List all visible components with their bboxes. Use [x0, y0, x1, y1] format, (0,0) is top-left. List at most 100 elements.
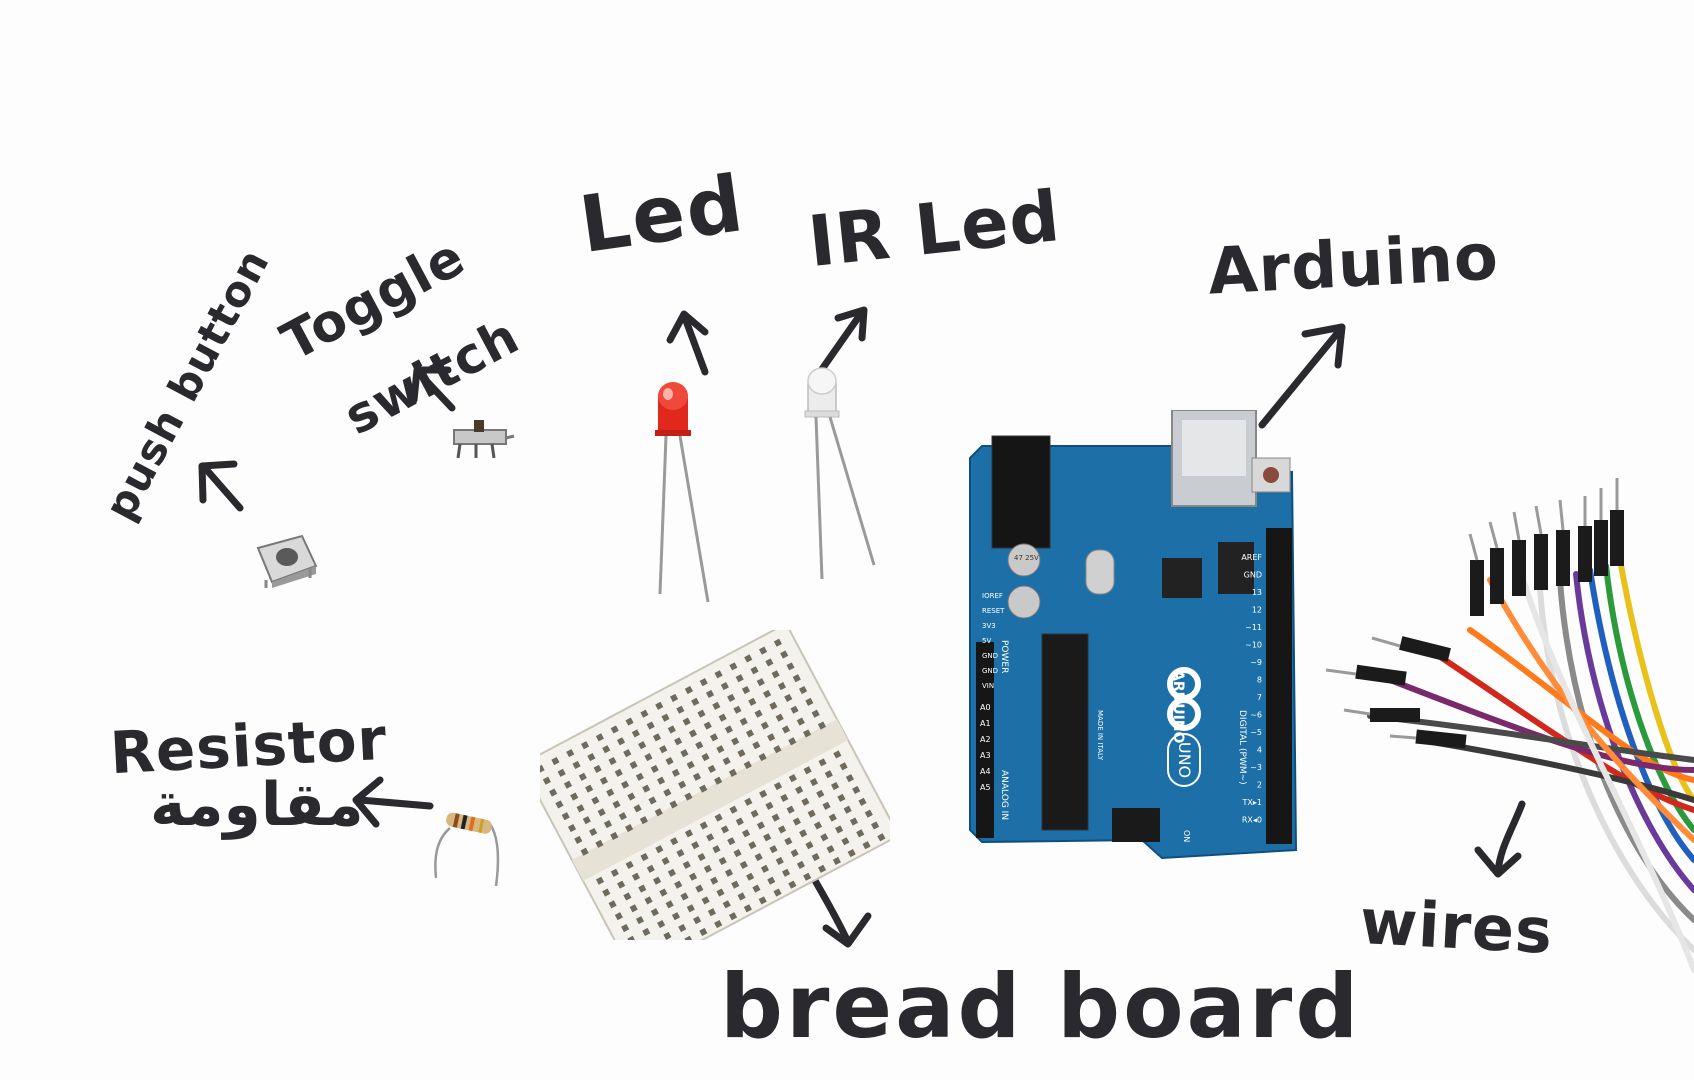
breadboard-hole — [771, 670, 780, 679]
board-pin-label: 13 — [1252, 588, 1262, 597]
breadboard-hole — [769, 845, 778, 854]
breadboard-hole — [589, 827, 598, 837]
breadboard-hole — [803, 766, 812, 775]
breadboard-hole — [581, 741, 590, 750]
breadboard-hole — [623, 892, 632, 901]
breadboard-hole — [595, 733, 604, 742]
breadboard-hole — [811, 852, 820, 862]
breadboard-hole — [805, 697, 814, 706]
breadboard-hole — [693, 916, 702, 925]
breadboard-hole — [642, 784, 651, 793]
breadboard-hole — [631, 729, 640, 738]
breadboard-hole — [614, 912, 623, 921]
breadboard-hole — [671, 912, 681, 921]
breadboard-hole — [684, 829, 694, 838]
breadboard-hole — [758, 896, 767, 905]
breadboard-hole — [570, 792, 579, 801]
breadboard-hole — [758, 753, 767, 762]
board-on-text: ON — [1182, 830, 1191, 842]
breadboard-hole — [743, 760, 752, 770]
breadboard-hole — [737, 892, 746, 901]
breadboard-hole — [654, 808, 663, 817]
breadboard-hole — [752, 884, 761, 893]
breadboard-hole — [737, 749, 746, 758]
breadboard-hole — [722, 756, 731, 766]
breadboard-hole — [644, 896, 653, 905]
breadboard-hole — [617, 880, 626, 889]
breadboard-hole — [665, 900, 674, 909]
breadboard-hole — [780, 793, 789, 802]
breadboard-hole — [877, 833, 886, 842]
breadboard-hole — [610, 868, 619, 877]
breadboard-hole — [767, 733, 776, 742]
breadboard-hole — [650, 764, 659, 773]
breadboard-hole — [678, 923, 687, 933]
breadboard-hole — [777, 825, 787, 834]
breadboard-hole — [775, 713, 784, 722]
board-pin-label: A3 — [980, 751, 991, 760]
breadboard-hole — [639, 816, 648, 825]
breadboard-hole — [824, 770, 833, 779]
board-pin-label: TX▸1 — [1242, 798, 1262, 807]
breadboard-hole — [714, 813, 723, 822]
breadboard-hole — [642, 927, 651, 937]
breadboard-hole — [714, 920, 723, 929]
arrow-resistor — [352, 776, 434, 828]
breadboard-hole — [833, 750, 842, 759]
breadboard-hole — [795, 785, 804, 795]
breadboard-hole — [803, 729, 812, 738]
breadboard-hole — [674, 737, 683, 746]
breadboard-hole — [699, 678, 708, 687]
breadboard-hole — [659, 888, 668, 897]
breadboard-hole — [699, 927, 708, 937]
breadboard-hole — [856, 829, 865, 838]
breadboard-hole — [616, 737, 626, 746]
board-pin-label: 4 — [1257, 746, 1262, 755]
breadboard-hole — [661, 856, 670, 866]
board-analog-text: ANALOG IN — [999, 770, 1009, 820]
board-pin-label: 2 — [1257, 781, 1262, 790]
breadboard-hole — [618, 812, 627, 821]
breadboard-hole — [635, 772, 644, 781]
breadboard-hole — [786, 662, 795, 671]
breadboard-hole — [691, 697, 700, 706]
breadboard-hole — [699, 821, 708, 830]
breadboard-hole — [610, 831, 619, 841]
breadboard-hole — [742, 829, 751, 838]
breadboard-hole — [580, 847, 589, 856]
breadboard-hole — [752, 741, 761, 750]
breadboard-hole — [680, 892, 689, 901]
breadboard-hole — [648, 796, 657, 805]
breadboard-hole — [661, 713, 670, 722]
breadboard-hole — [729, 662, 738, 671]
breadboard-hole — [805, 841, 814, 850]
breadboard-hole — [692, 772, 702, 781]
breadboard-hole — [759, 789, 768, 798]
breadboard-hole — [563, 780, 573, 789]
breadboard-hole — [720, 682, 729, 691]
breadboard-hole — [767, 876, 776, 885]
breadboard-hole — [773, 638, 782, 647]
breadboard-hole — [750, 666, 759, 675]
breadboard-hole — [606, 788, 615, 797]
breadboard-hole — [699, 784, 708, 793]
arrow-led — [666, 310, 709, 376]
breadboard-hole — [705, 689, 715, 699]
breadboard-hole — [729, 805, 738, 814]
breadboard-hole — [657, 920, 666, 929]
breadboard-hole — [625, 860, 634, 869]
breadboard-hole — [557, 768, 566, 777]
breadboard-hole — [765, 801, 774, 810]
breadboard-hole — [809, 778, 819, 787]
breadboard-hole — [773, 781, 783, 791]
breadboard-hole — [576, 804, 585, 813]
breadboard-hole — [744, 654, 753, 663]
breadboard-hole — [841, 837, 850, 846]
breadboard-hole — [633, 804, 642, 813]
breadboard-hole — [788, 737, 797, 746]
breadboard-hole — [695, 741, 704, 750]
breadboard-hole — [739, 860, 748, 869]
breadboard-hole — [644, 753, 653, 762]
breadboard-hole — [763, 833, 772, 842]
